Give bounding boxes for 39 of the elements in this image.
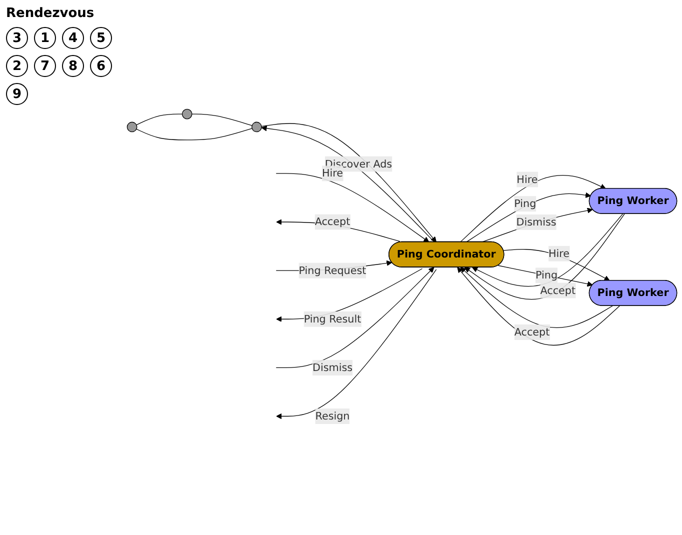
edge-label: Hire bbox=[548, 247, 570, 260]
node bbox=[182, 108, 192, 120]
edge-label: Ping bbox=[514, 197, 536, 210]
callout-number: 4 bbox=[62, 27, 84, 49]
arrow bbox=[466, 192, 592, 242]
edge-label: Accept bbox=[540, 284, 576, 296]
node: Ping Worker bbox=[588, 280, 678, 306]
group-label: Rendezvous bbox=[6, 6, 94, 21]
edge-label: Resign bbox=[315, 410, 350, 422]
node: Ping Coordinator bbox=[388, 241, 504, 268]
arrow bbox=[276, 267, 434, 368]
node: Ping Worker bbox=[588, 188, 678, 214]
edge-label: Ping Result bbox=[304, 312, 362, 325]
edge-label: Dismiss bbox=[312, 361, 352, 374]
callout-number: 1 bbox=[34, 27, 56, 49]
edge-label: Accept bbox=[514, 326, 550, 338]
edge-label: Discover Ads bbox=[324, 157, 392, 170]
arrow bbox=[460, 174, 606, 242]
edge-label: Hire bbox=[516, 172, 538, 186]
edge-label: Ping Request bbox=[298, 264, 366, 276]
arrow bbox=[460, 267, 613, 328]
callout-number: 6 bbox=[90, 55, 112, 77]
node bbox=[126, 122, 138, 132]
arrow bbox=[276, 173, 430, 242]
edge-label: Ping bbox=[536, 268, 558, 282]
callout-number: 7 bbox=[34, 55, 56, 77]
edge-label: Hire bbox=[322, 166, 344, 180]
arrow bbox=[276, 269, 437, 420]
node bbox=[252, 122, 262, 132]
arrow bbox=[457, 267, 620, 346]
callout-number: 3 bbox=[6, 27, 28, 49]
arrow bbox=[472, 214, 624, 287]
edge-label: Dismiss bbox=[516, 216, 556, 228]
callout-number: 2 bbox=[6, 55, 28, 77]
callout-number: 9 bbox=[6, 83, 28, 105]
callout-number: 8 bbox=[62, 55, 84, 77]
edge-label: Accept bbox=[314, 215, 350, 228]
arrow bbox=[503, 248, 610, 281]
callout-number: 5 bbox=[90, 27, 112, 49]
